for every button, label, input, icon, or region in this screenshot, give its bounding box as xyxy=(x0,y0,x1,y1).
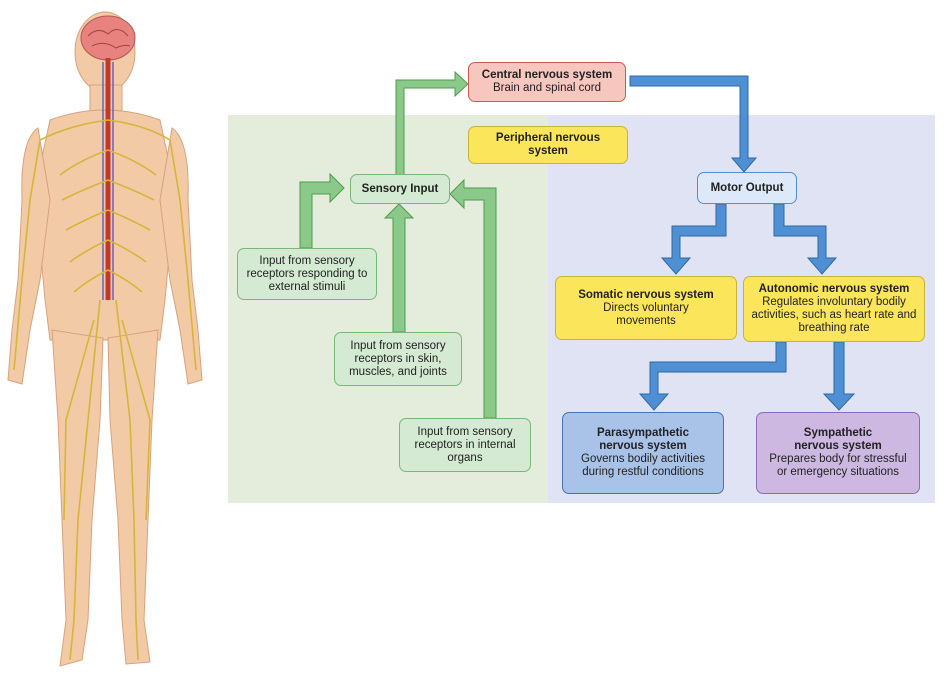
sensory-title: Sensory Input xyxy=(361,182,439,195)
parasympathetic-title: Parasympathetic nervous system xyxy=(596,427,690,452)
nervous-system-body-illustration xyxy=(7,11,203,667)
arrow-sensory-to-cns xyxy=(395,70,469,177)
somatic-nervous-system-box: Somatic nervous system Directs voluntary… xyxy=(555,276,737,340)
cns-title: Central nervous system xyxy=(481,69,613,81)
skin-muscles-joints-box: Input from sensory receptors in skin, mu… xyxy=(334,332,462,386)
peripheral-nervous-system-box: Peripheral nervous system xyxy=(468,126,628,164)
internal-organs-box: Input from sensory receptors in internal… xyxy=(399,418,531,472)
pns-title: Peripheral nervous system xyxy=(495,132,601,157)
somatic-title: Somatic nervous system xyxy=(578,288,714,301)
cns-body: Brain and spinal cord xyxy=(492,82,602,94)
parasympathetic-nervous-system-box: Parasympathetic nervous system Governs b… xyxy=(562,412,724,494)
central-nervous-system-box: Central nervous system Brain and spinal … xyxy=(468,62,626,102)
sympathetic-title: Sympathetic nervous system xyxy=(794,427,882,452)
autonomic-title: Autonomic nervous system xyxy=(758,283,910,295)
parasympathetic-body: Governs bodily activities during restful… xyxy=(581,453,705,478)
motor-output-box: Motor Output xyxy=(697,172,797,204)
arrow-autonomic-to-sympathetic xyxy=(822,341,856,411)
sympathetic-body: Prepares body for stressful or emergency… xyxy=(769,453,907,478)
autonomic-body: Regulates involuntary bodily activities,… xyxy=(751,296,917,334)
external-text: Input from sensory receptors responding … xyxy=(246,254,368,293)
sensory-input-box: Sensory Input xyxy=(350,174,450,204)
arrow-skin-to-sensory xyxy=(383,203,415,333)
autonomic-nervous-system-box: Autonomic nervous system Regulates invol… xyxy=(743,276,925,342)
sympathetic-nervous-system-box: Sympathetic nervous system Prepares body… xyxy=(756,412,920,494)
arrow-external-to-sensory xyxy=(299,172,345,249)
arrow-autonomic-to-parasympathetic xyxy=(638,341,787,411)
motor-title: Motor Output xyxy=(710,181,784,194)
arrow-motor-to-autonomic xyxy=(773,203,838,275)
arrow-internal-to-sensory xyxy=(449,178,497,419)
somatic-body: Directs voluntary movements xyxy=(603,301,689,327)
skin-text: Input from sensory receptors in skin, mu… xyxy=(349,339,447,378)
external-stimuli-box: Input from sensory receptors responding … xyxy=(237,248,377,300)
internal-text: Input from sensory receptors in internal… xyxy=(414,425,516,464)
arrow-cns-to-motor xyxy=(629,75,758,173)
arrow-motor-to-somatic xyxy=(660,203,727,275)
